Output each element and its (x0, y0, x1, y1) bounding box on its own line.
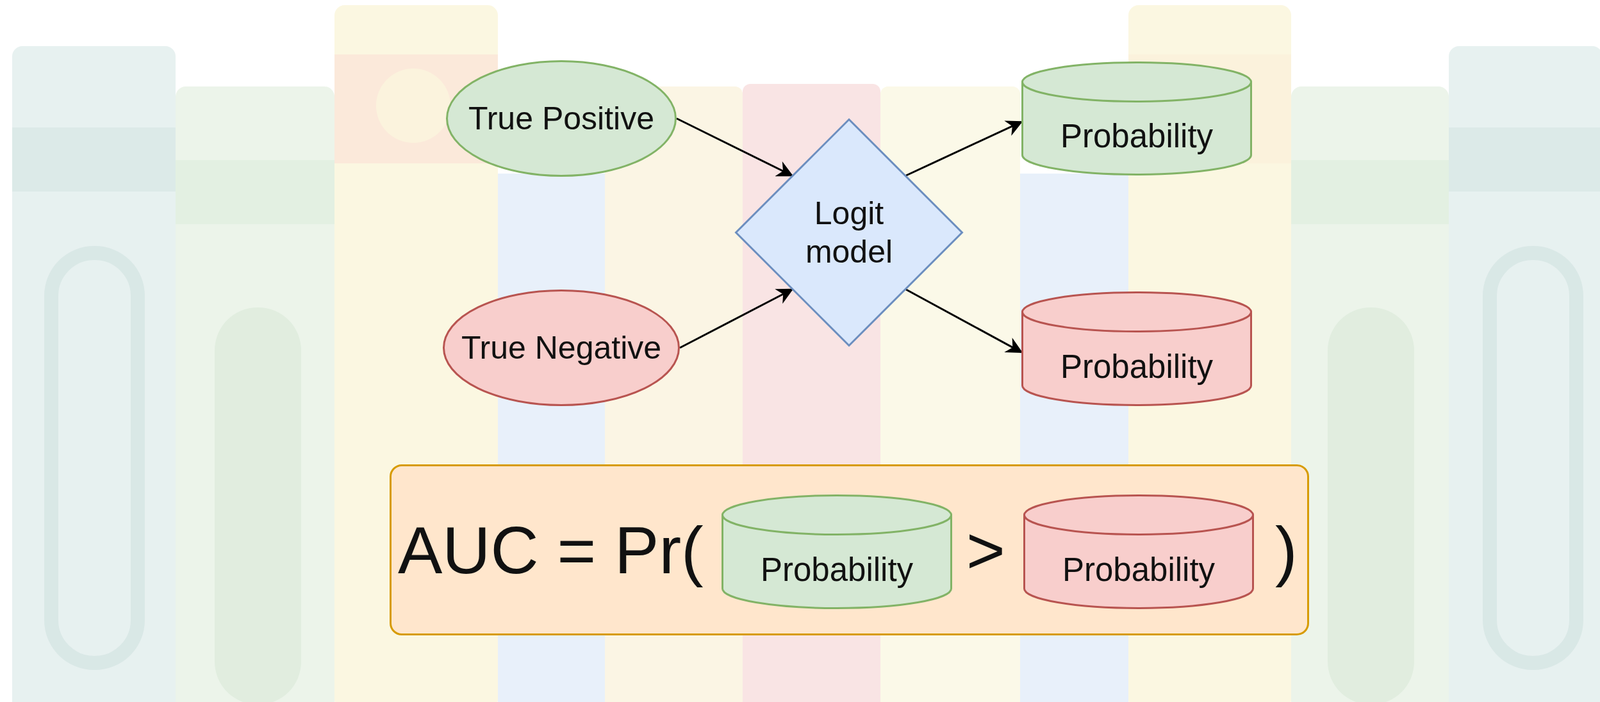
node-label: Probability (1062, 550, 1215, 590)
book (175, 86, 335, 702)
book-band (1291, 160, 1449, 225)
node-label: Probability (1060, 347, 1213, 387)
node-label: Probability (760, 550, 914, 590)
book-ornament (1327, 307, 1415, 702)
model-diamond-outline (734, 118, 964, 347)
node-label: Logit model (788, 194, 910, 272)
book-ornament (214, 307, 302, 702)
formula-box: AUC = Pr( >) Probability Probability (389, 464, 1310, 636)
probability-cylinder: Probability (1021, 291, 1253, 407)
arrow-connector (906, 121, 1022, 176)
probability-cylinder: Probability (721, 494, 953, 610)
book-band (1448, 127, 1600, 192)
book (1291, 86, 1449, 702)
node-label: True Positive (468, 99, 655, 138)
probability-cylinder: Probability (1023, 494, 1254, 610)
book (1448, 46, 1600, 702)
probability-cylinder: Probability (1021, 61, 1253, 176)
arrow-connector (679, 289, 792, 348)
book-ornament (51, 253, 138, 664)
node-label: True Negative (461, 328, 662, 368)
arrow-connector (906, 289, 1022, 353)
class-ellipse: True Positive (445, 60, 677, 177)
formula-text: > (966, 517, 1006, 584)
book (12, 46, 176, 702)
book-ornament (376, 68, 451, 143)
node-label: Probability (1060, 116, 1213, 156)
formula-text: AUC = Pr( (397, 517, 704, 584)
arrow-connector (676, 118, 792, 176)
model-diamond: Logit model (734, 118, 964, 347)
book-band (175, 160, 335, 225)
class-ellipse: True Negative (442, 289, 680, 407)
book-band (12, 127, 176, 192)
formula-text: ) (1275, 517, 1298, 584)
book-ornament (1489, 253, 1577, 664)
